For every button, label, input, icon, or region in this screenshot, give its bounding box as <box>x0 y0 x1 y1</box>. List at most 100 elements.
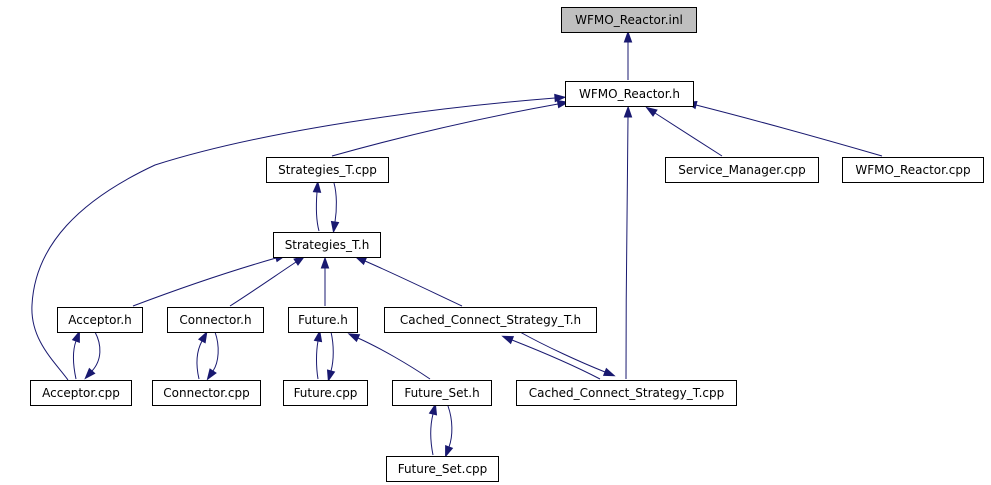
arrowhead <box>623 30 633 43</box>
arrowhead <box>84 367 96 380</box>
edge-line <box>315 191 320 232</box>
node-future-h[interactable]: Future.h <box>288 307 358 333</box>
nodes-layer: WFMO_Reactor.inlWFMO_Reactor.hStrategies… <box>30 7 984 482</box>
node-label: Strategies_T.cpp <box>278 163 377 177</box>
edge-line <box>330 331 334 372</box>
edge-future-cpp-to-future-h <box>313 329 323 380</box>
node-label: Acceptor.h <box>68 313 132 327</box>
edge-future-set-cpp-to-future-set-h <box>428 402 438 456</box>
node-box <box>386 456 499 482</box>
edge-cached-cpp-to-wfmo-h <box>623 105 633 380</box>
arrowhead <box>428 402 438 416</box>
node-wfmo-h[interactable]: WFMO_Reactor.h <box>565 81 694 107</box>
edge-future-h-to-strategies-h <box>320 256 330 307</box>
node-box <box>57 307 143 333</box>
node-box <box>288 307 358 333</box>
arrowhead <box>313 329 323 343</box>
node-label: WFMO_Reactor.cpp <box>855 163 970 177</box>
node-acceptor-h[interactable]: Acceptor.h <box>57 307 143 333</box>
edge-line <box>229 261 297 307</box>
node-box <box>283 380 368 406</box>
node-connector-cpp[interactable]: Connector.cpp <box>152 380 261 406</box>
arrowhead <box>197 330 208 344</box>
node-cached-h[interactable]: Cached_Connect_Strategy_T.h <box>384 307 597 333</box>
node-label: WFMO_Reactor.h <box>579 87 680 101</box>
node-future-set-h[interactable]: Future_Set.h <box>392 380 492 406</box>
edge-cached-cpp-to-cached-h <box>501 335 601 380</box>
node-box <box>516 380 737 406</box>
node-label: Future_Set.h <box>404 386 479 400</box>
node-acceptor-cpp[interactable]: Acceptor.cpp <box>30 380 132 406</box>
edge-line <box>196 340 203 380</box>
node-box <box>384 307 597 333</box>
edge-line <box>511 339 601 380</box>
node-service-manager-cpp[interactable]: Service_Manager.cpp <box>665 157 819 183</box>
node-label: Connector.h <box>179 313 251 327</box>
edge-future-set-h-to-future-set-cpp <box>445 405 454 458</box>
node-label: Cached_Connect_Strategy_T.h <box>400 313 581 327</box>
arrowhead <box>206 368 217 381</box>
node-label: Future.h <box>298 313 348 327</box>
edge-line <box>91 331 101 372</box>
node-label: Connector.cpp <box>163 386 249 400</box>
node-box <box>665 157 819 183</box>
node-wfmo-cpp[interactable]: WFMO_Reactor.cpp <box>842 157 984 183</box>
arrowhead <box>312 180 322 193</box>
edge-line <box>333 182 337 223</box>
arrowhead <box>347 333 361 343</box>
arrowhead <box>320 256 330 269</box>
edge-line <box>132 257 277 307</box>
node-strategies-cpp[interactable]: Strategies_T.cpp <box>266 157 389 183</box>
edge-connector-h-to-strategies-h <box>229 255 306 307</box>
node-label: Acceptor.cpp <box>42 386 120 400</box>
node-label: Future.cpp <box>294 386 358 400</box>
node-wfmo-inl[interactable]: WFMO_Reactor.inl <box>561 7 697 33</box>
edge-cached-h-to-cached-cpp <box>519 331 616 377</box>
node-label: Strategies_T.h <box>285 238 370 252</box>
node-box <box>266 157 389 183</box>
edge-cached-h-to-strategies-h <box>354 256 463 307</box>
edge-acceptor-h-to-strategies-h <box>132 253 288 307</box>
arrowhead <box>445 445 454 458</box>
edge-wfmo-h-to-wfmo-inl <box>623 30 633 80</box>
node-box <box>152 380 261 406</box>
node-box <box>842 157 984 183</box>
node-future-set-cpp[interactable]: Future_Set.cpp <box>386 456 499 482</box>
node-box <box>561 7 697 33</box>
node-future-cpp[interactable]: Future.cpp <box>283 380 368 406</box>
node-strategies-h[interactable]: Strategies_T.h <box>273 232 381 258</box>
edge-line <box>357 337 431 380</box>
edge-line <box>447 405 453 448</box>
node-box <box>167 307 264 333</box>
edge-wfmo-cpp-to-wfmo-h <box>684 100 883 157</box>
edge-acceptor-cpp-to-wfmo-h <box>31 93 567 381</box>
edge-line <box>331 103 559 157</box>
arrowhead <box>554 93 567 103</box>
edge-strategies-cpp-to-strategies-h <box>330 182 340 234</box>
node-label: Future_Set.cpp <box>398 462 488 476</box>
edge-line <box>316 340 319 380</box>
edge-line <box>519 331 606 373</box>
edge-connector-h-to-connector-cpp <box>206 331 219 381</box>
edge-future-set-h-to-future-h <box>347 333 431 380</box>
edge-line <box>654 112 723 157</box>
edge-line <box>430 413 434 456</box>
node-cached-cpp[interactable]: Cached_Connect_Strategy_T.cpp <box>516 380 737 406</box>
arrowhead <box>326 369 336 383</box>
node-connector-h[interactable]: Connector.h <box>167 307 264 333</box>
node-box <box>273 232 381 258</box>
arrowhead <box>623 105 633 118</box>
node-box <box>30 380 132 406</box>
arrowhead <box>602 367 616 377</box>
node-box <box>392 380 492 406</box>
edge-line <box>625 116 629 380</box>
edge-strategies-h-to-strategies-cpp <box>312 180 322 232</box>
node-label: Service_Manager.cpp <box>678 163 806 177</box>
edge-line <box>72 340 77 380</box>
arrowhead <box>71 330 80 343</box>
edge-acceptor-cpp-to-acceptor-h <box>71 330 80 380</box>
node-label: WFMO_Reactor.inl <box>575 13 683 27</box>
edge-line <box>31 97 556 381</box>
arrowhead <box>354 256 368 266</box>
